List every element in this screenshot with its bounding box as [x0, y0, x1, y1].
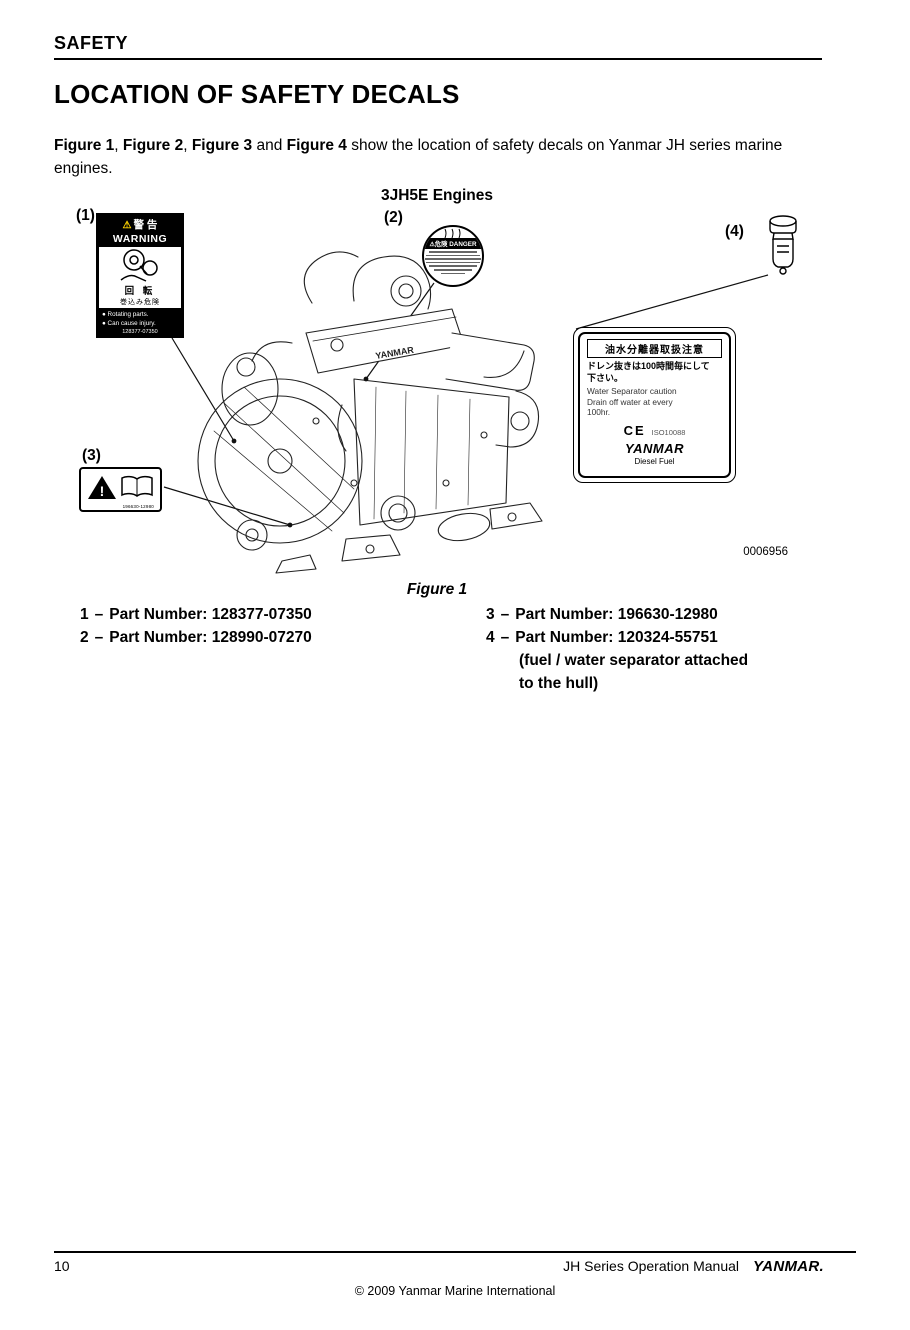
separator-jp-line1: ドレン抜きは100時間毎にして — [587, 361, 710, 371]
rotating-parts-pictogram — [99, 247, 181, 283]
footer-right: JH Series Operation Manual YANMAR. — [563, 1258, 824, 1275]
water-separator-decal-inner: 油水分離器取扱注意 ドレン抜きは100時間毎にして 下さい。 Water Sep… — [578, 332, 731, 478]
yanmar-logo-decal: YANMAR — [624, 441, 685, 457]
warning-line-2: ● Can cause injury. — [102, 320, 156, 328]
copyright: © 2009 Yanmar Marine International — [354, 1284, 556, 1298]
read-manual-decal: ! 196630-12980 — [79, 467, 162, 512]
warning-triangle-icon: ⚠ — [122, 220, 132, 231]
part-4-label: Part Number: 120324-55751 — [515, 629, 718, 646]
parts-list-left: 1–Part Number: 128377-07350 2–Part Numbe… — [80, 603, 312, 649]
iso-number: ISO10088 — [651, 428, 686, 438]
image-number: 0006956 — [743, 546, 788, 558]
callout-3: (3) — [82, 447, 101, 464]
part-1-dash: – — [94, 606, 104, 623]
intro-paragraph: Figure 1, Figure 2, Figure 3 and Figure … — [54, 134, 834, 181]
warning-triangle-exclamation-icon: ! — [87, 474, 117, 506]
part-4-note-line2: to the hull) — [519, 675, 599, 692]
separator-en-line1: Water Separator caution — [587, 386, 677, 397]
separator-jp-line2: 下さい。 — [587, 372, 624, 383]
intro-sep3: and — [252, 137, 287, 154]
page-number: 10 — [54, 1258, 70, 1274]
intro-figure1-ref: Figure 1 — [54, 137, 115, 154]
figure-1-diagram: 3JH5E Engines — [54, 183, 854, 581]
ce-mark: CE — [623, 423, 646, 439]
warning-jp-hazard: 巻込み危険 — [120, 299, 160, 306]
parts-list-right: 3–Part Number: 196630-12980 4–Part Numbe… — [486, 603, 748, 695]
intro-rest: show the location of safety decals on Ya… — [54, 137, 783, 178]
danger-jp-title: 危険 — [434, 241, 448, 248]
part-3-dash: – — [500, 606, 510, 623]
part-1-label: Part Number: 128377-07350 — [109, 606, 312, 623]
steam-pictogram — [424, 227, 482, 238]
part-item-3: 3–Part Number: 196630-12980 — [486, 603, 748, 626]
warning-decal-part-number: 128377-07350 — [99, 329, 181, 337]
danger-en-title: DANGER — [449, 241, 477, 248]
separator-en-line3: 100hr. — [587, 407, 611, 418]
warning-triangle-icon: ⚠ — [429, 242, 435, 248]
danger-header: ⚠危険 DANGER — [424, 238, 482, 249]
ce-mark-row: CE ISO10088 — [587, 423, 722, 438]
intro-figure3-ref: Figure 3 — [191, 137, 253, 154]
warning-decal-jp-header: ⚠警 告 — [99, 216, 181, 233]
yanmar-logo: YANMAR. — [753, 1258, 824, 1275]
part-item-1: 1–Part Number: 128377-07350 — [80, 603, 312, 626]
part-item-2: 2–Part Number: 128990-07270 — [80, 626, 312, 649]
callout-2: (2) — [384, 209, 403, 226]
manual-decal-part-number: 196630-12980 — [122, 504, 154, 509]
separator-en-line2: Drain off water at every — [587, 396, 673, 407]
part-1-number: 1 — [80, 606, 89, 623]
footer-rule — [54, 1251, 856, 1253]
part-4-note: (fuel / water separator attached to the … — [519, 649, 748, 695]
danger-fine-print — [424, 251, 482, 275]
part-4-number: 4 — [486, 629, 495, 646]
warning-jp-rotation: 回 転 — [124, 286, 156, 297]
callout-4: (4) — [725, 223, 744, 240]
header-rule — [54, 58, 822, 60]
diesel-fuel-label: Diesel Fuel — [634, 457, 675, 467]
open-book-icon — [120, 475, 154, 504]
manual-title: JH Series Operation Manual — [563, 1258, 740, 1274]
section-header: SAFETY — [54, 33, 129, 53]
intro-figure4-ref: Figure 4 — [286, 137, 347, 154]
part-4-note-line1: (fuel / water separator attached — [519, 652, 749, 669]
intro-sep2: , — [183, 137, 192, 154]
separator-en-text: Water Separator caution Drain off water … — [587, 386, 722, 417]
part-item-4: 4–Part Number: 120324-55751 — [486, 626, 748, 649]
engine-model-label: 3JH5E Engines — [381, 187, 493, 204]
figure-caption: Figure 1 — [406, 581, 468, 598]
rotating-parts-warning-decal: ⚠警 告 WARNING 回 転 巻込み危険 ● Rotating parts. — [96, 213, 184, 338]
part-2-number: 2 — [80, 629, 89, 646]
part-4-dash: – — [500, 629, 510, 646]
warning-en-title: WARNING — [99, 233, 181, 247]
engine-illustration: YANMAR — [163, 251, 769, 574]
part-3-number: 3 — [486, 606, 495, 623]
fuel-water-separator-icon — [769, 215, 797, 275]
separator-jp-title: 油水分離器取扱注意 — [587, 339, 722, 358]
warning-en-lines: ● Rotating parts. ● Can cause injury. — [99, 308, 181, 330]
warning-line-1: ● Rotating parts. — [102, 311, 149, 318]
intro-sep1: , — [114, 137, 123, 154]
callout-1: (1) — [76, 207, 95, 224]
part-2-dash: – — [94, 629, 104, 646]
part-2-label: Part Number: 128990-07270 — [109, 629, 312, 646]
danger-decal: ⚠危険 DANGER — [422, 225, 484, 287]
water-separator-caution-decal: 油水分離器取扱注意 ドレン抜きは100時間毎にして 下さい。 Water Sep… — [573, 327, 736, 483]
warning-jp-title: 警 告 — [133, 219, 158, 231]
part-3-label: Part Number: 196630-12980 — [515, 606, 718, 623]
svg-text:!: ! — [99, 483, 104, 499]
page-title: LOCATION OF SAFETY DECALS — [54, 79, 460, 109]
intro-figure2-ref: Figure 2 — [122, 137, 184, 154]
